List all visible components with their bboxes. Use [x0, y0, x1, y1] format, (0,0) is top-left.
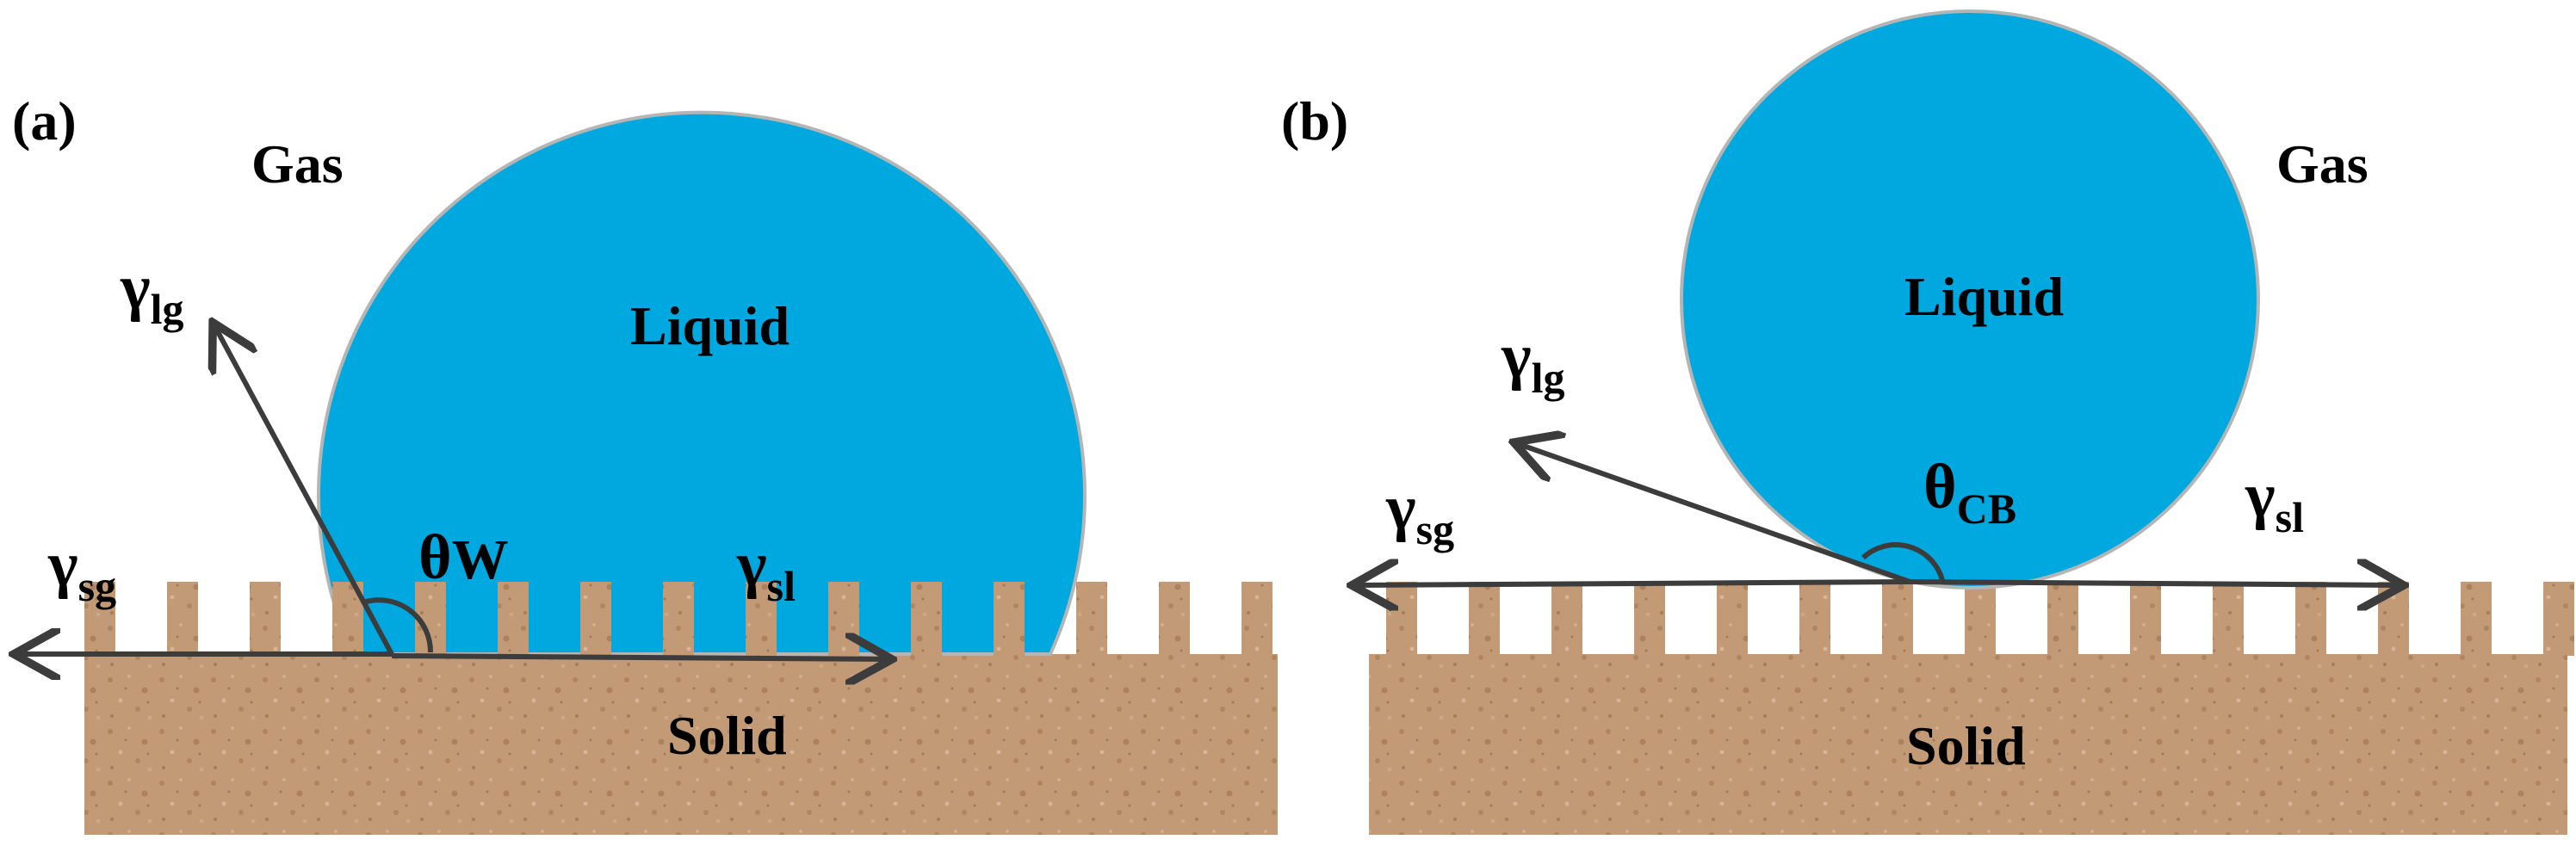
pillar-b-9 [2130, 582, 2161, 656]
pillar-b-10 [2213, 582, 2244, 656]
pillar-a-front-8 [994, 582, 1025, 656]
pillar-b-4 [1717, 582, 1748, 656]
pillar-b-5 [1799, 582, 1830, 656]
solid-label-b: Solid [1906, 715, 2026, 776]
gamma-sl-label-b: γsl [2245, 460, 2304, 541]
pillar-a-front-4 [663, 582, 694, 656]
gamma-sg-label-b: γsg [1385, 472, 1454, 553]
gamma-sl-label-a: γsl [736, 529, 796, 610]
gas-label-b: Gas [2276, 133, 2369, 194]
pillar-b-3 [1634, 582, 1665, 656]
theta-cb-label-b: θCB [1923, 452, 2016, 533]
liquid-droplet-a [317, 110, 1087, 656]
pillar-a-front-6 [828, 582, 859, 656]
gamma-lg-arrow-a [215, 327, 394, 656]
liquid-label-a: Liquid [630, 295, 790, 356]
pillar-a-14 [1242, 582, 1273, 656]
pillar-b-7 [1965, 582, 1996, 656]
panel-label-a: (a) [12, 90, 77, 151]
surface-pillars-b [1386, 582, 2574, 656]
gamma-sl-arrow-b [1909, 582, 2399, 585]
solid-base-b [1369, 654, 2567, 835]
pillar-a-12 [1076, 582, 1107, 656]
theta-w-label-a: θW [418, 522, 509, 593]
pillar-a-front-3 [580, 582, 611, 656]
pillar-a-1 [167, 582, 198, 656]
solid-base-a [84, 654, 1278, 835]
pillar-a-0 [84, 582, 115, 656]
pillar-b-6 [1882, 582, 1913, 656]
pillar-b-11 [2295, 582, 2326, 656]
gamma-lg-label-a: γlg [120, 252, 184, 333]
pillar-a-front-5 [746, 582, 777, 656]
pillar-a-front-2 [498, 582, 529, 656]
pillar-a-front-7 [911, 582, 942, 656]
solid-label-a: Solid [667, 705, 787, 766]
pillar-b-14 [2543, 582, 2574, 656]
pillar-b-0 [1386, 582, 1417, 656]
gamma-sg-label-a: γsg [47, 529, 116, 610]
pillar-b-13 [2461, 582, 2492, 656]
contact-angle-arc-a [362, 597, 434, 653]
pillar-a-13 [1159, 582, 1190, 656]
contact-angle-arc-b [1861, 542, 1945, 581]
gamma-lg-label-b: γlg [1501, 321, 1565, 402]
surface-pillars-a-front [332, 582, 1025, 656]
liquid-label-b: Liquid [1904, 266, 2064, 327]
pillar-b-8 [2047, 582, 2078, 656]
gamma-lg-arrow-b [1519, 444, 1910, 584]
liquid-droplet-b [1680, 9, 2260, 590]
pillar-a-2 [250, 582, 281, 656]
gas-label-a: Gas [251, 133, 344, 194]
pillar-b-2 [1551, 582, 1582, 656]
pillar-b-1 [1469, 582, 1500, 656]
panel-b: (b) Gas Liquid Solid γlg γsg γsl θCB [1281, 9, 2574, 835]
gamma-sg-arrow-b [1357, 582, 1910, 585]
panel-label-b: (b) [1281, 90, 1348, 151]
gamma-sl-arrow-a [391, 656, 887, 659]
pillar-b-12 [2378, 582, 2409, 656]
panel-a: (a) Gas Liquid Solid γlg γsg γsl θW [12, 90, 1278, 835]
